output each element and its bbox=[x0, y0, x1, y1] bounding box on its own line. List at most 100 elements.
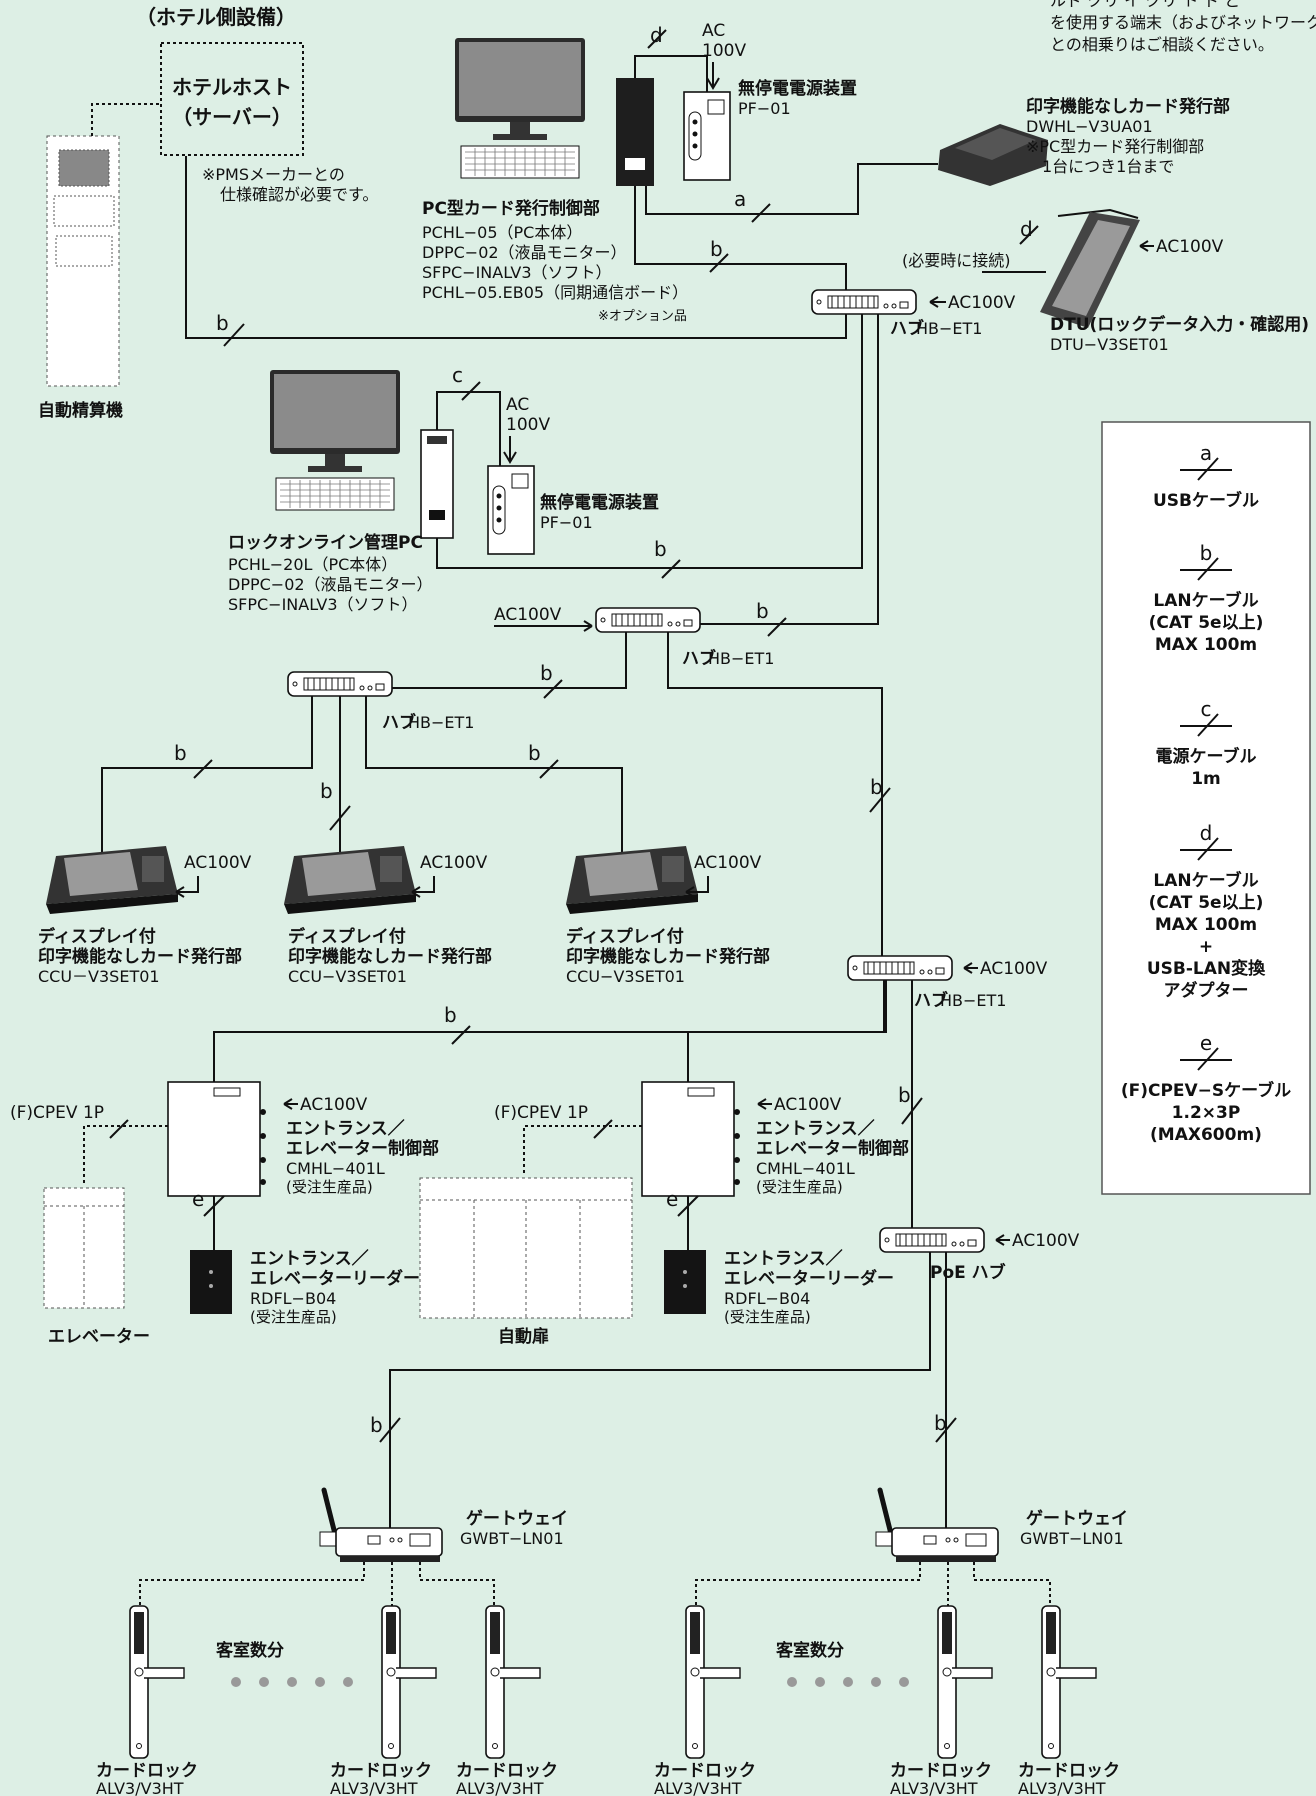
hotel-host-label-1: ホテルホスト bbox=[172, 75, 292, 99]
hub3-model: HB−ET1 bbox=[408, 713, 474, 732]
hub4-name: ハブ bbox=[914, 990, 948, 1011]
lock-pc-tower-icon bbox=[420, 429, 454, 539]
gateway2-title: ゲートウェイ bbox=[1026, 1508, 1128, 1529]
ccu1-model: CCU－V3SET01 bbox=[38, 967, 160, 986]
cable-b-slash-10 bbox=[451, 1025, 471, 1045]
ccu3-title-1: ディスプレイ付 bbox=[566, 926, 684, 947]
legend-line-e bbox=[1180, 1047, 1232, 1071]
card-lock-3-icon bbox=[485, 1605, 541, 1759]
lock-pc-line-3: SFPC−INALV3（ソフト） bbox=[228, 595, 418, 614]
ups1-ac-2: 100V bbox=[702, 41, 746, 61]
legend-text-b-2: MAX 100m bbox=[1155, 635, 1257, 655]
auto-door-icon bbox=[419, 1177, 633, 1319]
kiosk-icon bbox=[46, 135, 120, 387]
dtu-tablet-icon bbox=[1040, 208, 1140, 328]
ups2-ac-1: AC bbox=[506, 395, 529, 415]
card-lock-1-title: カードロック bbox=[96, 1761, 198, 1781]
cpev-label-2: (F)CPEV 1P bbox=[494, 1103, 588, 1123]
ctrl2-note: (受注生産品) bbox=[756, 1178, 843, 1196]
card-lock-6-title: カードロック bbox=[1018, 1761, 1120, 1781]
pc-card-line-1: PCHL−05（PC本体） bbox=[422, 223, 582, 242]
pc-card-tower-icon bbox=[616, 78, 654, 186]
legend-letter-b: b bbox=[1200, 541, 1213, 565]
cable-b-slash-1 bbox=[709, 253, 729, 273]
dtu-title: DTU(ロックデータ入力・確認用) bbox=[1050, 314, 1309, 335]
ctrl1-model: CMHL−401L bbox=[286, 1159, 385, 1178]
reader1-title-1: エントランス／ bbox=[250, 1248, 369, 1269]
pc-card-line-4: PCHL−05.EB05（同期通信ボード） bbox=[422, 283, 688, 302]
cable-a-letter: a bbox=[734, 187, 746, 211]
reader2-title-2: エレベーターリーダー bbox=[724, 1268, 894, 1289]
cable-d-pc-ups bbox=[634, 55, 708, 92]
cpev-line-1 bbox=[83, 1125, 168, 1186]
ble-links-1 bbox=[139, 1562, 495, 1606]
cable-b-hub4-ctrl2 bbox=[687, 980, 885, 1082]
legend-text-c-1: 1m bbox=[1191, 769, 1221, 789]
legend-letter-d: d bbox=[1200, 821, 1213, 845]
ctrl1-title-2: エレベーター制御部 bbox=[286, 1138, 439, 1159]
gateway2-model: GWBT−LN01 bbox=[1020, 1529, 1124, 1548]
legend-text-b-0: LANケーブル bbox=[1153, 590, 1258, 611]
legend-text-a-0: USBケーブル bbox=[1153, 490, 1259, 511]
ccu2-model: CCU−V3SET01 bbox=[288, 967, 407, 986]
cable-b-hub2-hub3 bbox=[392, 632, 627, 689]
cable-d-letter-2: d bbox=[1020, 217, 1033, 241]
hub4-model: HB−ET1 bbox=[940, 991, 1006, 1010]
gateway1-model: GWBT−LN01 bbox=[460, 1529, 564, 1548]
legend-text-d-4: USB-LAN変換 bbox=[1147, 958, 1266, 979]
cable-b-letter-10: b bbox=[444, 1003, 457, 1027]
dwhl-model: DWHL−V3UA01 bbox=[1026, 117, 1153, 136]
hub1-model: HB−ET1 bbox=[916, 319, 982, 338]
legend-text-e-2: (MAX600m) bbox=[1150, 1125, 1262, 1145]
ccu1-ac: AC100V bbox=[184, 853, 252, 873]
hub3-name: ハブ bbox=[382, 712, 416, 733]
cable-b-letter-7: b bbox=[320, 779, 333, 803]
cable-b-slash-6 bbox=[193, 759, 213, 779]
cable-c-power bbox=[436, 391, 501, 466]
pc-card-line-2: DPPC−02（液晶モニター） bbox=[422, 243, 627, 262]
cable-b-slash-2 bbox=[223, 323, 245, 347]
dtu-ac: AC100V bbox=[1156, 237, 1224, 257]
kiosk-host-link bbox=[91, 103, 161, 136]
ups1-model: PF−01 bbox=[738, 99, 791, 118]
ccu2-title-2: 印字機能なしカード発行部 bbox=[288, 946, 492, 967]
cable-b-letter-4: b bbox=[756, 599, 769, 623]
cable-b-slash-11 bbox=[901, 1097, 923, 1125]
elevator-label: エレベーター bbox=[48, 1327, 150, 1347]
hub1-icon bbox=[811, 289, 917, 315]
auto-door-label: 自動扉 bbox=[498, 1326, 549, 1347]
cable-b-letter-9: b bbox=[870, 775, 883, 799]
hub2-icon bbox=[595, 607, 701, 633]
legend-letter-a: a bbox=[1200, 441, 1212, 465]
legend-line-a bbox=[1180, 457, 1232, 481]
cable-b-letter-13: b bbox=[934, 1411, 947, 1435]
legend-text-c-0: 電源ケーブル bbox=[1156, 746, 1257, 767]
cable-b-pc-hub1 bbox=[634, 186, 847, 290]
pms-note-2: 仕様確認が必要です。 bbox=[220, 185, 378, 204]
cpev-label-1: (F)CPEV 1P bbox=[10, 1103, 104, 1123]
lock-pc-line-2: DPPC−02（液晶モニター） bbox=[228, 575, 433, 594]
cable-b-letter-1: b bbox=[710, 237, 723, 261]
ups2-icon bbox=[487, 465, 535, 555]
gateway2-icon bbox=[876, 1490, 998, 1562]
lock-pc-monitor-icon bbox=[269, 369, 401, 511]
ups2-title: 無停電電源装置 bbox=[540, 492, 659, 513]
ccu2-title-1: ディスプレイ付 bbox=[288, 926, 406, 947]
cable-b-letter-11: b bbox=[898, 1083, 911, 1107]
hub2-name: ハブ bbox=[682, 648, 716, 669]
gateway1-title: ゲートウェイ bbox=[466, 1508, 568, 1529]
ctrl1-title-1: エントランス／ bbox=[286, 1118, 405, 1139]
card-lock-2-icon bbox=[381, 1605, 437, 1759]
cable-b-hub3-ccu3 bbox=[365, 696, 623, 856]
card-lock-2-title: カードロック bbox=[330, 1761, 432, 1781]
cable-b-slash-5 bbox=[543, 679, 563, 699]
legend-text-e-0: (F)CPEV−Sケーブル bbox=[1121, 1080, 1291, 1101]
pc-card-title: PC型カード発行制御部 bbox=[422, 198, 600, 219]
room-dots-1 bbox=[231, 1677, 353, 1687]
ccu1-ac-arrow bbox=[175, 876, 199, 898]
hotel-host-label-2: （サーバー） bbox=[172, 105, 292, 129]
cable-b-hub3-ccu1 bbox=[101, 696, 313, 856]
ctrl2-title-2: エレベーター制御部 bbox=[756, 1138, 909, 1159]
dwhl-note-1: ※PC型カード発行制御部 bbox=[1026, 137, 1204, 156]
gateway1-icon bbox=[320, 1490, 442, 1562]
